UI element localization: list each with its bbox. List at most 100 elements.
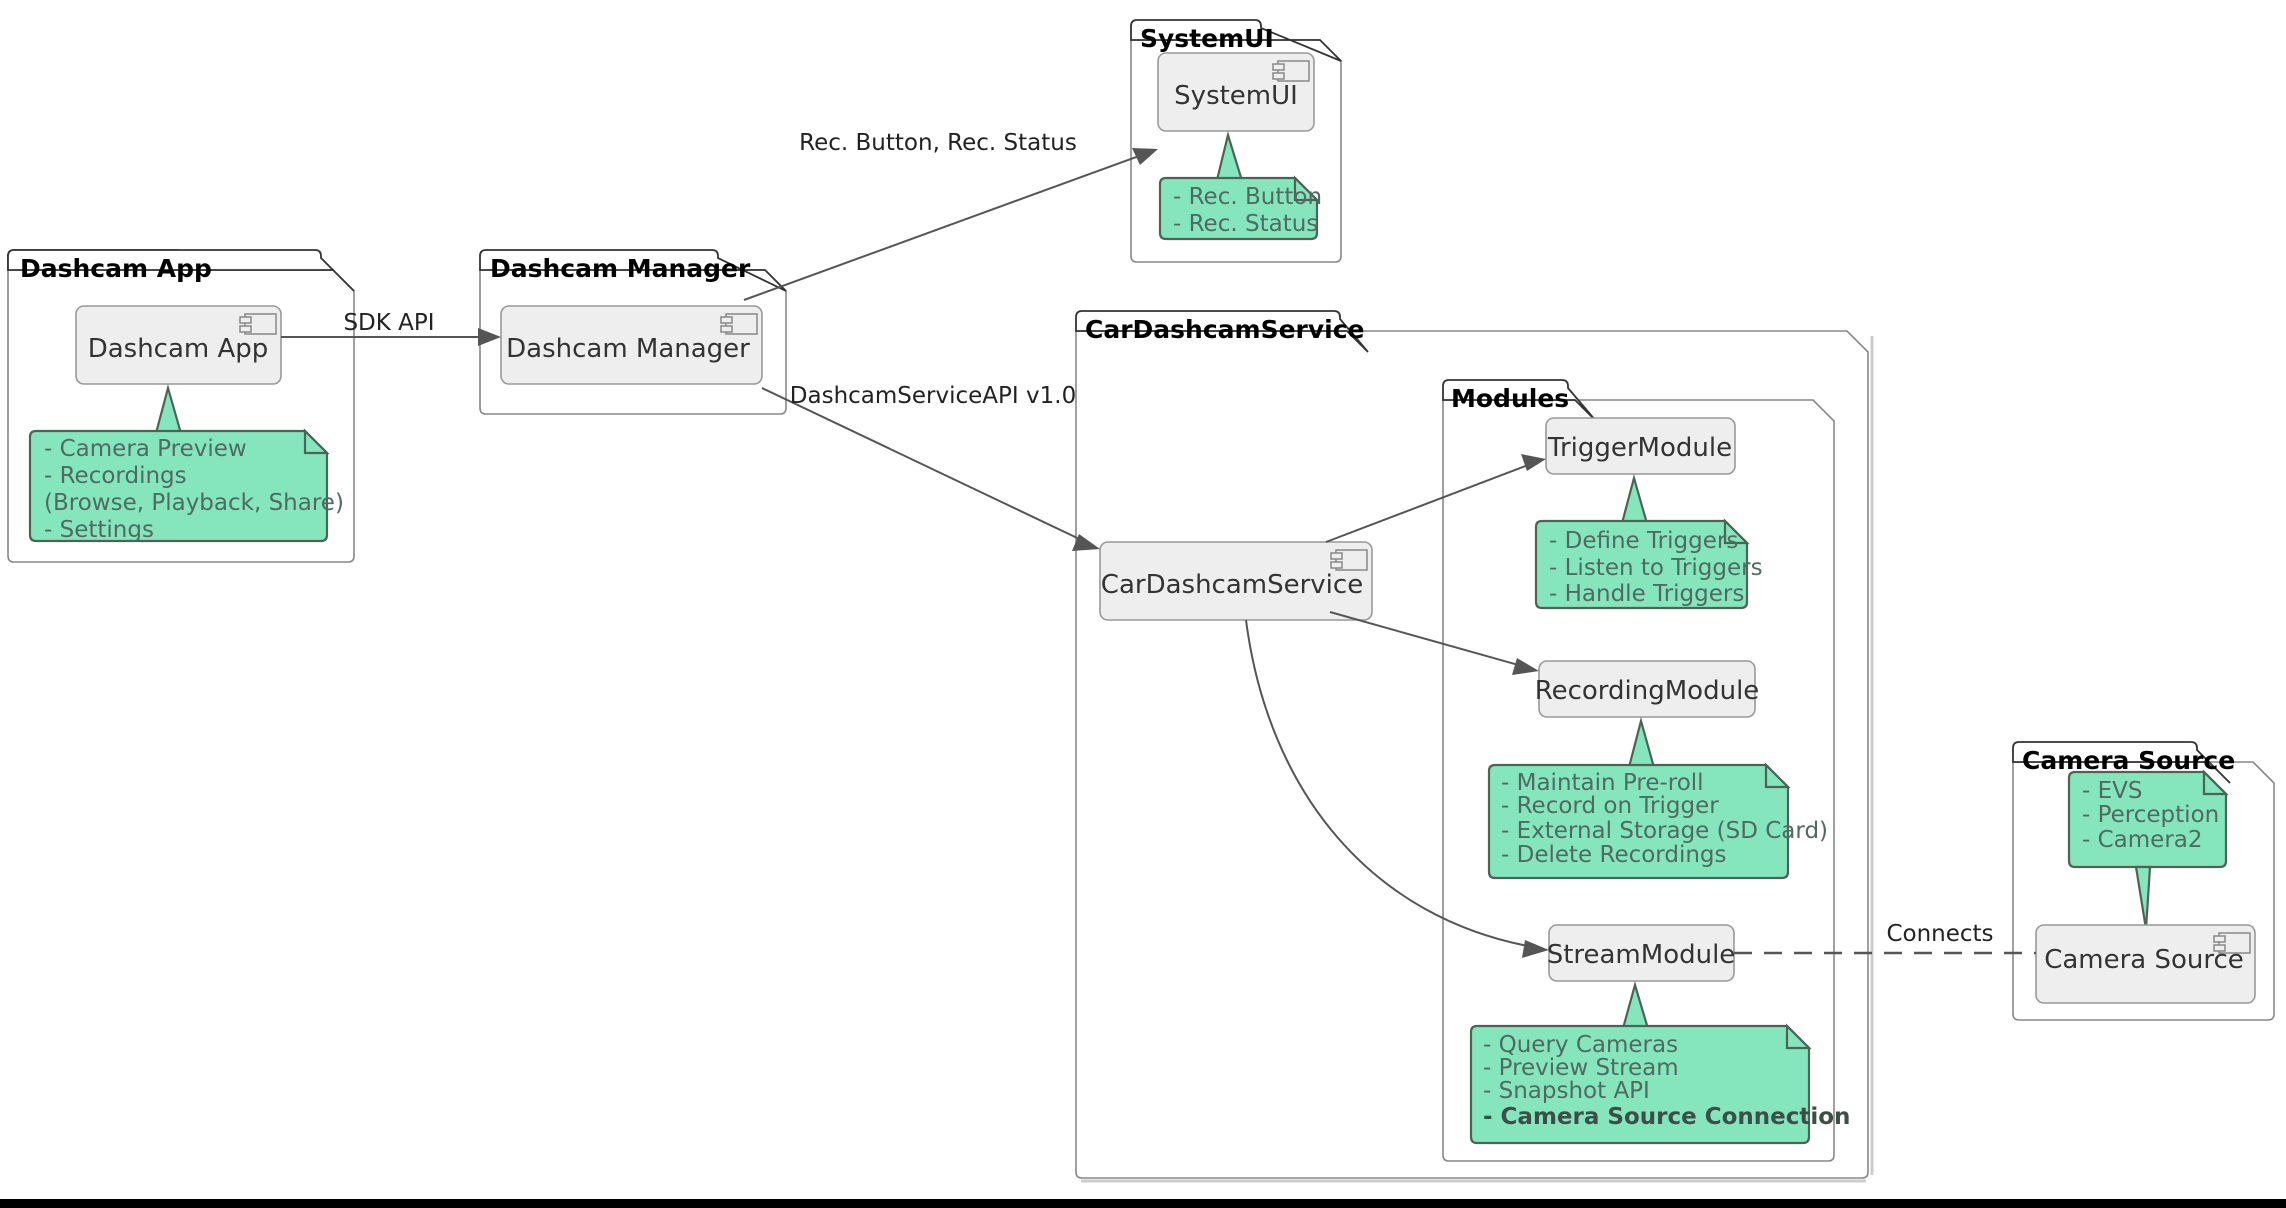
note-fold-corner — [1723, 518, 1750, 545]
package-cardashcamservice[interactable]: CarDashcamService CarDashcamService Modu… — [1075, 310, 1874, 1183]
note-line: - Rec. Button — [1173, 184, 1322, 210]
edge-line — [1325, 461, 1537, 543]
component-dashcam-manager[interactable]: Dashcam Manager — [500, 305, 763, 385]
edge-service-to-stream — [1245, 619, 1549, 958]
component-label-dashcam-app: Dashcam App — [88, 334, 269, 364]
note-dashcam-app: - Camera Preview - Recordings (Browse, P… — [28, 383, 344, 543]
component-box-camera-source — [2035, 924, 2256, 1004]
edge-service-to-recording — [1329, 611, 1539, 675]
arrowhead — [478, 328, 501, 346]
component-stereotype-icon — [2213, 932, 2251, 954]
package-shadow — [1081, 336, 1874, 1183]
package-title-camera-source: Camera Source — [2022, 746, 2235, 775]
package-systemui[interactable]: SystemUI SystemUI - Rec. Button - Rec. S… — [1130, 19, 1342, 263]
package-dashcam-app[interactable]: Dashcam App Dashcam App - Camera Preview… — [7, 249, 355, 563]
package-tab-systemui — [1130, 19, 1342, 62]
arrowhead — [1512, 658, 1539, 675]
component-label-trigger-module: TriggerModule — [1547, 433, 1732, 463]
component-box-cardashcamservice — [1099, 541, 1373, 621]
edge-manager-to-service: DashcamServiceAPI v1.0 — [761, 383, 1100, 551]
package-title-systemui: SystemUI — [1140, 24, 1274, 53]
note-line: - Listen to Triggers — [1549, 555, 1763, 581]
edge-service-to-trigger — [1325, 454, 1546, 543]
package-tab-dashcam-manager — [479, 249, 787, 292]
note-line: - External Storage (SD Card) — [1501, 818, 1828, 844]
note-recording-module: - Maintain Pre-roll - Record on Trigger … — [1487, 716, 1828, 880]
component-camera-source[interactable]: Camera Source — [2035, 924, 2256, 1004]
component-dashcam-app[interactable]: Dashcam App — [75, 305, 282, 385]
note-line: - Snapshot API — [1483, 1078, 1650, 1104]
note-trigger-module: - Define Triggers - Listen to Triggers -… — [1534, 473, 1763, 610]
note-body — [28, 429, 329, 543]
package-tab-cardashcamservice — [1075, 310, 1369, 353]
note-line: - Define Triggers — [1549, 528, 1738, 554]
package-tab-modules — [1442, 379, 1597, 422]
package-camera-source[interactable]: Camera Source - EVS - Perception - Camer… — [2012, 741, 2275, 1021]
arrowhead — [1521, 454, 1546, 471]
note-fold-corner — [303, 428, 330, 455]
component-label-dashcam-manager: Dashcam Manager — [506, 334, 750, 364]
arrowhead — [1522, 940, 1549, 958]
package-tab-camera-source — [2012, 741, 2231, 784]
note-line: - Perception — [2082, 802, 2219, 828]
note-line: - Preview Stream — [1483, 1055, 1679, 1081]
package-dashcam-manager[interactable]: Dashcam Manager Dashcam Manager — [479, 249, 787, 415]
edge-line — [761, 387, 1093, 546]
package-title-dashcam-app: Dashcam App — [20, 254, 212, 283]
component-trigger-module[interactable]: TriggerModule — [1545, 417, 1736, 475]
note-stream-module: - Query Cameras - Preview Stream - Snaps… — [1469, 981, 1850, 1145]
note-body — [2067, 770, 2228, 869]
edge-label-rec-button-status: Rec. Button, Rec. Status — [799, 130, 1077, 156]
component-recording-module[interactable]: RecordingModule — [1535, 660, 1760, 718]
component-box-dashcam-app — [75, 305, 282, 385]
note-body — [1487, 763, 1790, 880]
component-stereotype-icon — [1272, 60, 1310, 82]
component-systemui[interactable]: SystemUI — [1157, 52, 1315, 132]
note-line: - EVS — [2082, 778, 2142, 804]
component-box-recording-module — [1538, 660, 1756, 718]
note-fold-corner — [2202, 769, 2229, 796]
edge-label-connects: Connects — [1886, 921, 1993, 947]
component-box-dashcam-manager — [500, 305, 763, 385]
note-line: - Handle Triggers — [1549, 581, 1744, 607]
note-line: - Delete Recordings — [1501, 842, 1727, 868]
component-box-trigger-module — [1545, 417, 1736, 475]
note-line: - Camera Preview — [44, 436, 247, 462]
edge-line — [1245, 619, 1540, 949]
component-label-cardashcamservice: CarDashcamService — [1101, 570, 1363, 600]
component-stream-module[interactable]: StreamModule — [1547, 924, 1736, 982]
package-title-dashcam-manager: Dashcam Manager — [490, 254, 751, 283]
component-stereotype-icon — [239, 313, 277, 335]
component-stereotype-icon — [720, 313, 758, 335]
edge-label-sdk-api: SDK API — [343, 310, 434, 336]
edge-app-to-manager: SDK API — [281, 310, 501, 346]
note-line: - Recordings — [44, 463, 187, 489]
bottom-black-bar — [0, 1199, 2286, 1208]
note-systemui: - Rec. Button - Rec. Status — [1158, 130, 1322, 241]
note-line: (Browse, Playback, Share) — [44, 490, 344, 516]
edge-label-dashcamserviceapi: DashcamServiceAPI v1.0 — [790, 383, 1076, 409]
note-camera-source: - EVS - Perception - Camera2 — [2067, 769, 2229, 930]
edge-line — [743, 151, 1151, 301]
note-body — [1158, 176, 1319, 241]
edge-line — [1329, 611, 1530, 669]
note-fold-corner — [1293, 175, 1320, 202]
package-modules[interactable]: Modules TriggerModule - Define Triggers … — [1442, 379, 1850, 1162]
package-title-modules: Modules — [1451, 384, 1569, 413]
component-cardashcamservice[interactable]: CarDashcamService — [1099, 541, 1373, 621]
arrowhead — [1072, 534, 1100, 551]
arrowhead — [1132, 148, 1158, 165]
note-line: - Record on Trigger — [1501, 793, 1719, 819]
note-line: - Camera2 — [2082, 827, 2203, 853]
note-line: - Query Cameras — [1483, 1032, 1678, 1058]
component-label-recording-module: RecordingModule — [1535, 676, 1760, 706]
note-fold-corner — [1764, 762, 1791, 789]
note-line-bold: - Camera Source Connection — [1483, 1104, 1850, 1130]
note-tail — [2134, 865, 2152, 930]
component-label-systemui: SystemUI — [1174, 81, 1298, 111]
component-stereotype-icon — [1330, 549, 1368, 571]
package-title-cardashcamservice: CarDashcamService — [1085, 315, 1365, 344]
component-label-stream-module: StreamModule — [1547, 940, 1736, 970]
note-fold-corner — [1785, 1023, 1812, 1050]
